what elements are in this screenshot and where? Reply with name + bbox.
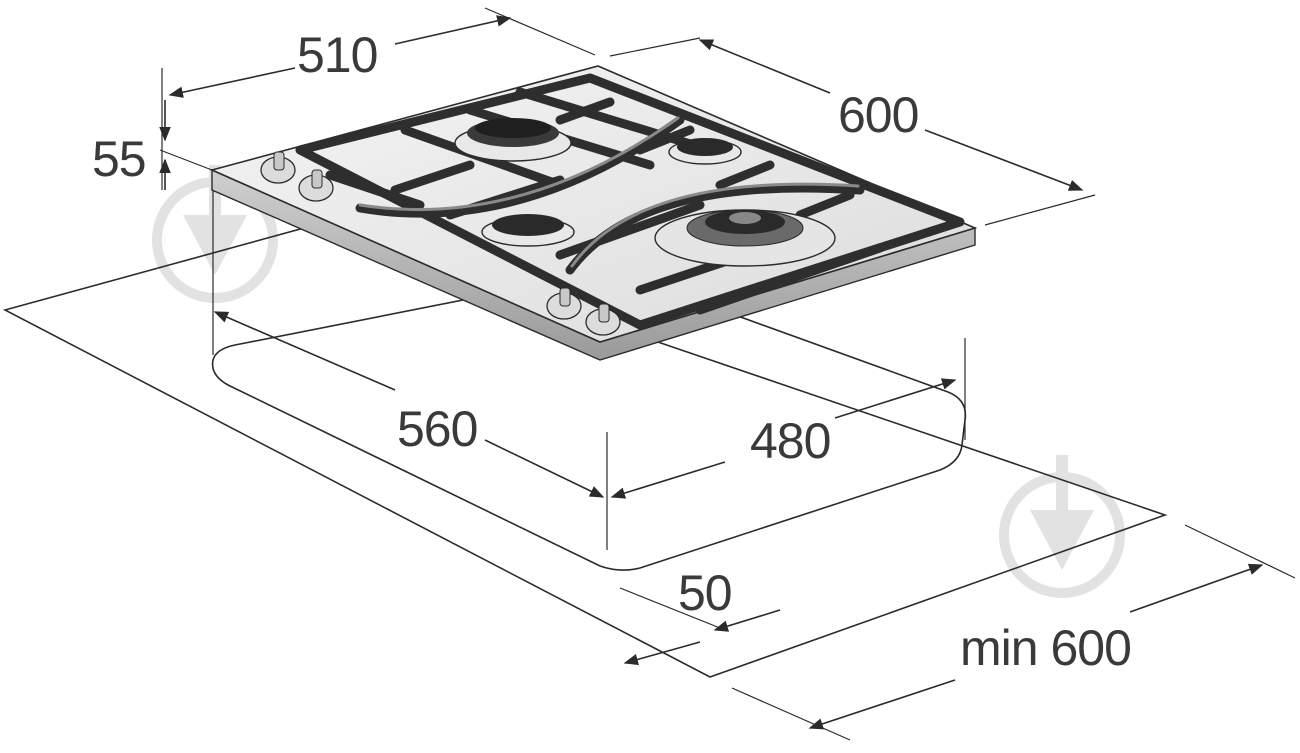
- dimension-label-edge-distance: 50: [678, 565, 732, 621]
- watermark-logo-icon: [999, 455, 1125, 598]
- control-knob-icon: [298, 169, 334, 202]
- pan-supports: [295, 73, 965, 330]
- burner-icon: [454, 118, 572, 162]
- dimension-label-worktop-depth: min 600: [960, 620, 1131, 676]
- control-knob-icon: [546, 287, 582, 320]
- dimension-label-hob-width: 510: [297, 27, 377, 83]
- witness-lines: [159, 7, 1296, 741]
- burner-icon: [481, 214, 575, 247]
- control-knob-icon: [260, 151, 296, 184]
- dimension-label-cutout-depth: 480: [750, 413, 830, 469]
- dimension-arrow-icon: [159, 15, 1264, 730]
- dimension-label-hob-depth: 600: [838, 87, 918, 143]
- control-knob-icon: [585, 303, 621, 336]
- dimension-label-hob-height: 55: [92, 131, 146, 187]
- hob-top: [209, 65, 978, 343]
- worktop-outline: [2, 224, 1168, 678]
- burner-icon: [654, 209, 836, 267]
- dimension-label-cutout-width: 560: [397, 401, 477, 457]
- burner-icon: [668, 138, 742, 165]
